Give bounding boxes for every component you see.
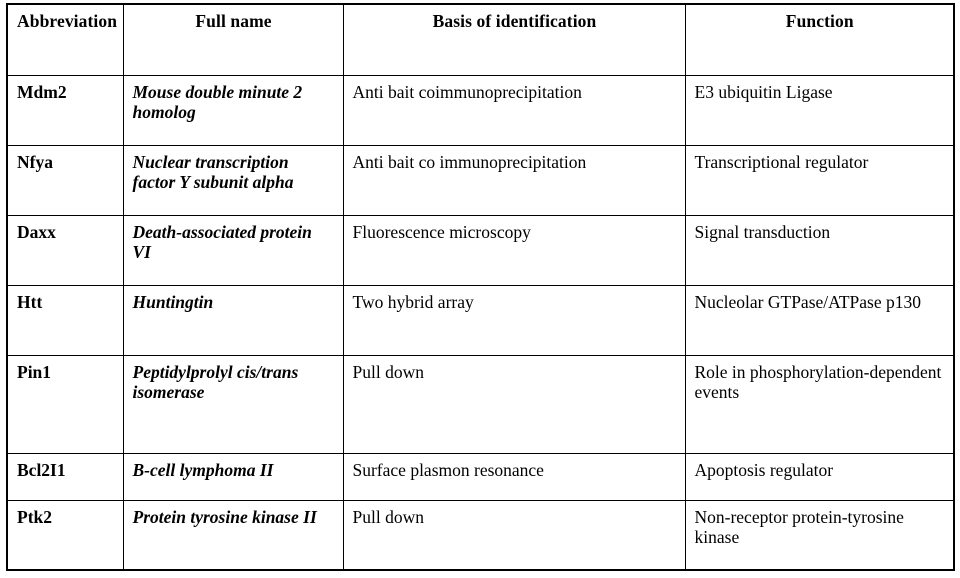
- cell-full-name-text: Death-associated protein VI: [132, 221, 312, 263]
- cell-basis-text: Anti bait co immunoprecipitation: [352, 151, 587, 172]
- protein-interaction-table: Abbreviation Full name Basis of identifi…: [6, 3, 955, 571]
- cell-function: Non-receptor protein-tyrosine kinase: [684, 499, 955, 571]
- cell-full-name: Huntingtin: [122, 284, 344, 356]
- cell-full-name-text: Mouse double minute 2 homolog: [132, 81, 303, 123]
- cell-abbreviation-text: Mdm2: [17, 81, 67, 102]
- cell-abbreviation: Nfya: [6, 144, 124, 216]
- cell-full-name: Protein tyrosine kinase II: [122, 499, 344, 571]
- cell-basis-text: Anti bait coimmunoprecipitation: [352, 81, 582, 102]
- cell-abbreviation-text: Htt: [17, 291, 43, 312]
- cell-function: Nucleolar GTPase/ATPase p130: [684, 284, 955, 356]
- cell-abbreviation: Pin1: [6, 354, 124, 454]
- cell-basis: Anti bait coimmunoprecipitation: [342, 74, 686, 146]
- column-header-full-name: Full name: [122, 3, 344, 76]
- column-header-full-name-label: Full name: [195, 11, 272, 31]
- cell-basis: Pull down: [342, 354, 686, 454]
- cell-full-name: B-cell lymphoma II: [122, 452, 344, 501]
- cell-abbreviation: Htt: [6, 284, 124, 356]
- cell-abbreviation: Ptk2: [6, 499, 124, 571]
- cell-function: Transcriptional regulator: [684, 144, 955, 216]
- cell-basis-text: Pull down: [352, 506, 424, 527]
- cell-basis-text: Pull down: [352, 361, 424, 382]
- cell-basis-text: Surface plasmon resonance: [352, 459, 544, 480]
- cell-abbreviation-text: Daxx: [17, 221, 56, 242]
- cell-basis: Surface plasmon resonance: [342, 452, 686, 501]
- cell-abbreviation: Bcl2I1: [6, 452, 124, 501]
- cell-abbreviation-text: Nfya: [17, 151, 53, 172]
- cell-function-text: Nucleolar GTPase/ATPase p130: [694, 291, 921, 312]
- cell-function: E3 ubiquitin Ligase: [684, 74, 955, 146]
- table-row: Daxx Death-associated protein VI Fluores…: [6, 214, 955, 286]
- cell-full-name: Death-associated protein VI: [122, 214, 344, 286]
- table-header-row: Abbreviation Full name Basis of identifi…: [6, 3, 955, 76]
- cell-function-text: E3 ubiquitin Ligase: [694, 81, 833, 102]
- cell-abbreviation-text: Ptk2: [17, 506, 52, 527]
- column-header-basis: Basis of identification: [342, 3, 686, 76]
- cell-basis: Fluorescence microscopy: [342, 214, 686, 286]
- table-header: Abbreviation Full name Basis of identifi…: [6, 3, 955, 76]
- cell-function-text: Role in phosphorylation-dependent events: [694, 361, 942, 403]
- cell-basis-text: Fluorescence microscopy: [352, 221, 531, 242]
- cell-basis: Anti bait co immunoprecipitation: [342, 144, 686, 216]
- cell-full-name-text: Huntingtin: [132, 291, 214, 312]
- table-row: Mdm2 Mouse double minute 2 homolog Anti …: [6, 74, 955, 146]
- cell-function: Role in phosphorylation-dependent events: [684, 354, 955, 454]
- cell-full-name: Peptidylprolyl cis/trans isomerase: [122, 354, 344, 454]
- cell-abbreviation: Mdm2: [6, 74, 124, 146]
- cell-full-name-text: Nuclear transcription factor Y subunit a…: [132, 151, 294, 193]
- cell-abbreviation-text: Pin1: [17, 361, 52, 382]
- column-header-function: Function: [684, 3, 955, 76]
- column-header-abbreviation: Abbreviation: [6, 3, 124, 76]
- cell-function: Apoptosis regulator: [684, 452, 955, 501]
- cell-function-text: Non-receptor protein-tyrosine kinase: [694, 506, 904, 548]
- protein-table-container: Abbreviation Full name Basis of identifi…: [6, 3, 955, 571]
- cell-full-name: Mouse double minute 2 homolog: [122, 74, 344, 146]
- column-header-abbreviation-label: Abbreviation: [17, 11, 118, 31]
- cell-full-name-text: Protein tyrosine kinase II: [132, 506, 317, 527]
- table-row: Nfya Nuclear transcription factor Y subu…: [6, 144, 955, 216]
- cell-abbreviation-text: Bcl2I1: [17, 459, 66, 480]
- cell-basis-text: Two hybrid array: [352, 291, 474, 312]
- table-row: Pin1 Peptidylprolyl cis/trans isomerase …: [6, 354, 955, 454]
- cell-function-text: Signal transduction: [694, 221, 831, 242]
- table-row: Htt Huntingtin Two hybrid array Nucleola…: [6, 284, 955, 356]
- cell-basis: Two hybrid array: [342, 284, 686, 356]
- cell-function: Signal transduction: [684, 214, 955, 286]
- cell-full-name-text: B-cell lymphoma II: [132, 459, 274, 480]
- table-row: Bcl2I1 B-cell lymphoma II Surface plasmo…: [6, 452, 955, 501]
- cell-full-name-text: Peptidylprolyl cis/trans isomerase: [132, 361, 299, 403]
- table-row: Ptk2 Protein tyrosine kinase II Pull dow…: [6, 499, 955, 571]
- cell-function-text: Transcriptional regulator: [694, 151, 869, 172]
- column-header-function-label: Function: [785, 11, 854, 31]
- cell-full-name: Nuclear transcription factor Y subunit a…: [122, 144, 344, 216]
- cell-abbreviation: Daxx: [6, 214, 124, 286]
- cell-function-text: Apoptosis regulator: [694, 459, 834, 480]
- cell-basis: Pull down: [342, 499, 686, 571]
- column-header-basis-label: Basis of identification: [432, 11, 597, 31]
- table-body: Mdm2 Mouse double minute 2 homolog Anti …: [6, 74, 955, 571]
